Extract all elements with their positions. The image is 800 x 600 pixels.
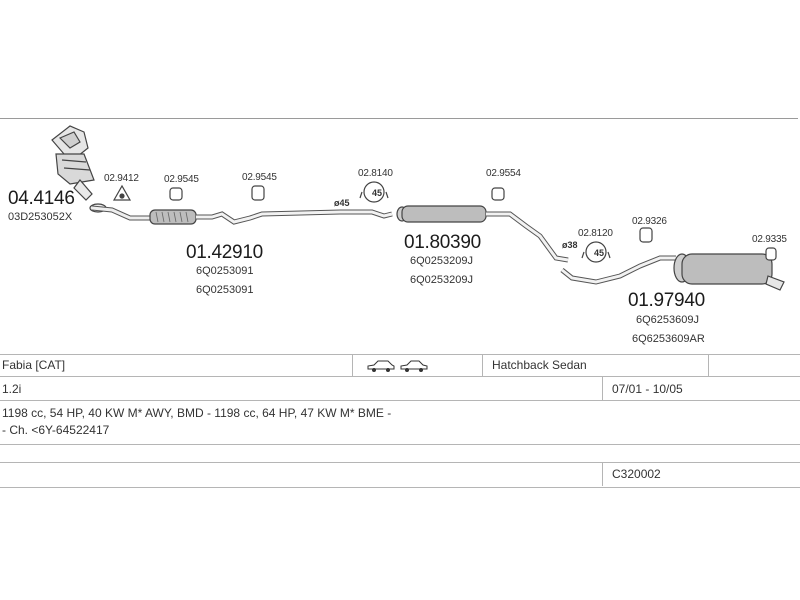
rear-silencer-oem-2: 6Q6253609AR bbox=[632, 333, 705, 345]
body-type-text: Hatchback Sedan bbox=[492, 358, 587, 372]
table-divider bbox=[352, 354, 353, 376]
hanger-5-part-number[interactable]: 02.9335 bbox=[752, 234, 787, 245]
rear-silencer-part-number[interactable]: 01.97940 bbox=[628, 290, 705, 311]
hanger-icon-2 bbox=[251, 185, 265, 201]
hanger-icon-4 bbox=[639, 227, 653, 243]
hanger-icon-1 bbox=[169, 187, 183, 201]
gasket-part-number[interactable]: 02.9412 bbox=[104, 173, 139, 184]
hanger-3-part-number[interactable]: 02.9554 bbox=[486, 168, 521, 179]
hanger-icon-5 bbox=[765, 247, 777, 261]
table-divider bbox=[602, 376, 603, 400]
pipe-diameter-2: ø38 bbox=[562, 240, 578, 250]
table-divider bbox=[602, 462, 603, 486]
engine-label: 1.2i bbox=[2, 382, 22, 396]
front-pipe-icon bbox=[91, 205, 360, 225]
clamp-icon-1 bbox=[359, 181, 389, 203]
catalyst-oem-number: 03D253052X bbox=[8, 211, 73, 223]
clamp-2-size-label: 45 bbox=[594, 248, 605, 258]
clamp-2-part-number[interactable]: 02.8120 bbox=[578, 228, 613, 239]
rear-silencer-oem-1: 6Q6253609J bbox=[636, 314, 699, 326]
hanger-4-part-number[interactable]: 02.9326 bbox=[632, 216, 667, 227]
chassis-number: - Ch. <6Y-64522417 bbox=[2, 423, 110, 437]
clamp-1-size-label: 45 bbox=[372, 188, 383, 198]
info-row-specs: 1198 cc, 54 HP, 40 KW M* AWY, BMD - 1198… bbox=[0, 400, 800, 445]
catalog-frame bbox=[0, 118, 798, 489]
table-divider bbox=[708, 354, 709, 376]
middle-silencer-part-number[interactable]: 01.80390 bbox=[404, 232, 481, 253]
front-pipe-oem-2: 6Q0253091 bbox=[196, 284, 254, 296]
rear-silencer-icon bbox=[560, 253, 785, 291]
clamp-1-part-number[interactable]: 02.8140 bbox=[358, 168, 393, 179]
catalyst-part-number[interactable]: 04.4146 bbox=[8, 188, 75, 209]
table-divider bbox=[482, 354, 483, 376]
info-row-empty bbox=[0, 444, 800, 463]
exhaust-diagram: 04.4146 03D253052X 01.42910 6Q0253091 6Q… bbox=[0, 118, 800, 354]
sedan-car-icon bbox=[400, 360, 428, 372]
middle-silencer-icon bbox=[360, 205, 569, 263]
middle-silencer-oem-2: 6Q0253209J bbox=[410, 274, 473, 286]
hanger-1-part-number[interactable]: 02.9545 bbox=[164, 174, 199, 185]
pipe-diameter-1: ø45 bbox=[334, 198, 350, 208]
exhaust-system-drawing bbox=[51, 125, 785, 291]
hanger-icon-3 bbox=[491, 187, 505, 201]
middle-silencer-oem-1: 6Q0253209J bbox=[410, 255, 473, 267]
info-row-engine: 1.2i 07/01 - 10/05 bbox=[0, 376, 800, 401]
model-name: Fabia [CAT] bbox=[2, 358, 66, 372]
front-pipe-oem-1: 6Q0253091 bbox=[196, 265, 254, 277]
hanger-2-part-number[interactable]: 02.9545 bbox=[242, 172, 277, 183]
info-row-model: Fabia [CAT] Hatchback Sedan bbox=[0, 354, 800, 377]
hatchback-car-icon bbox=[367, 360, 395, 372]
body-type-icons bbox=[366, 359, 429, 373]
clamp-icon-2 bbox=[581, 241, 611, 263]
production-years: 07/01 - 10/05 bbox=[612, 382, 683, 396]
gasket-icon bbox=[112, 184, 132, 201]
engine-specs: 1198 cc, 54 HP, 40 KW M* AWY, BMD - 1198… bbox=[2, 406, 392, 420]
catalog-code: C320002 bbox=[612, 467, 661, 481]
front-pipe-part-number[interactable]: 01.42910 bbox=[186, 242, 263, 263]
info-row-code: C320002 bbox=[0, 462, 800, 488]
